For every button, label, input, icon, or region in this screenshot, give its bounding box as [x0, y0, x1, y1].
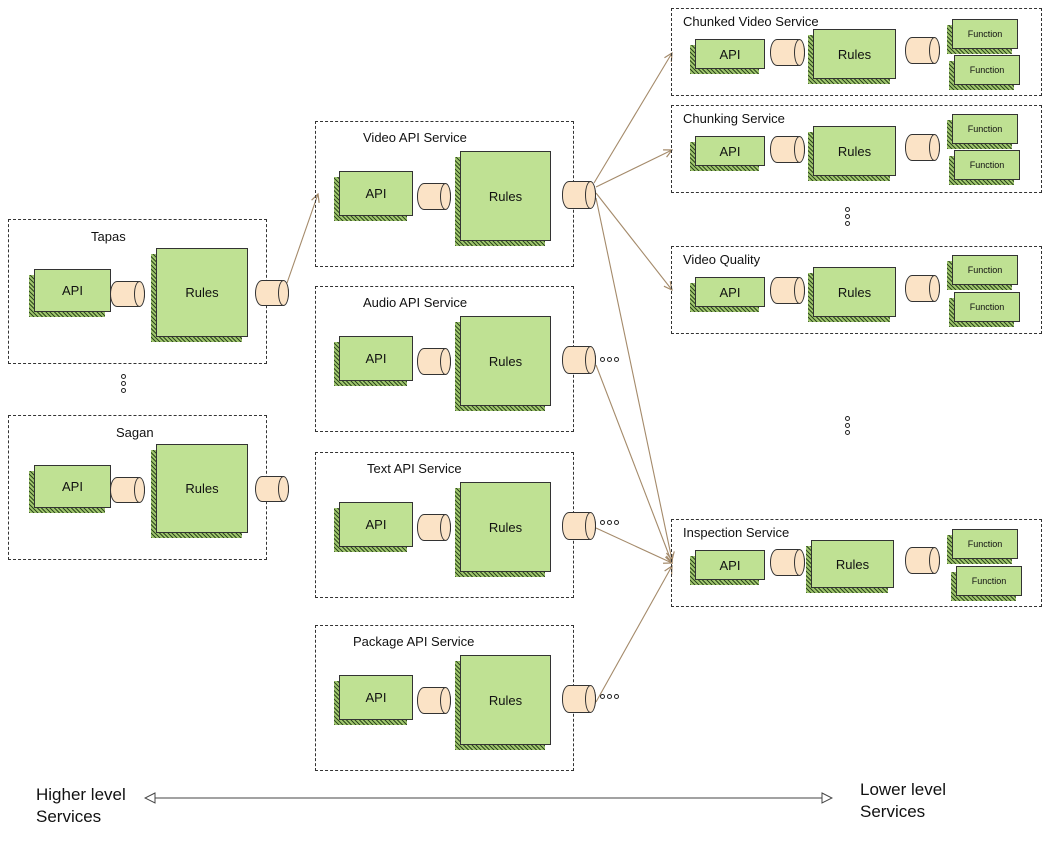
connector-cylinder-icon — [110, 477, 145, 503]
rules-box: Rules — [151, 248, 248, 342]
connector-cylinder-icon — [770, 277, 805, 304]
connector-cylinder-icon — [905, 275, 940, 302]
api-box: API — [690, 550, 765, 585]
rules-box: Rules — [808, 267, 896, 322]
connector-cylinder-icon — [905, 134, 940, 161]
ellipsis-dots-icon — [600, 357, 619, 362]
rules-box: Rules — [455, 151, 551, 246]
connector-cylinder-icon — [562, 685, 596, 713]
service-title: Audio API Service — [363, 295, 468, 310]
arrow-audio-to-inspection — [595, 364, 672, 563]
function-box: Function — [947, 529, 1018, 564]
api-box: API — [690, 39, 765, 74]
text-api-service: Text API Service API Rules — [315, 452, 596, 598]
audio-api-service: Audio API Service API Rules — [315, 286, 596, 432]
lower-level-label: Lower level Services — [860, 780, 946, 821]
service-title: Chunking Service — [683, 111, 785, 126]
arrow-tapas-to-video — [286, 194, 318, 284]
service-title: Text API Service — [367, 461, 462, 476]
arrow-video-to-inspection — [595, 197, 672, 560]
video-quality-service: Video Quality API Rules Function Functio… — [671, 246, 1042, 334]
api-box: API — [334, 336, 413, 386]
function-box: Function — [949, 55, 1020, 90]
rules-box: Rules — [808, 29, 896, 84]
connector-cylinder-icon — [417, 514, 451, 541]
sagan-service: Sagan API Rules — [8, 415, 289, 560]
connector-cylinder-icon — [417, 687, 451, 714]
tapas-service: Tapas API Rules — [8, 219, 289, 364]
service-title: Tapas — [91, 229, 126, 244]
function-box: Function — [947, 114, 1018, 149]
connector-cylinder-icon — [255, 280, 289, 306]
api-box: API — [334, 675, 413, 725]
function-box: Function — [947, 255, 1018, 290]
connector-cylinder-icon — [110, 281, 145, 307]
ellipsis-dots-icon — [600, 520, 619, 525]
connector-cylinder-icon — [562, 512, 596, 540]
rules-box: Rules — [808, 126, 896, 181]
ellipsis-dots-icon — [600, 694, 619, 699]
rules-box: Rules — [151, 444, 248, 538]
api-box: API — [29, 269, 111, 317]
rules-box: Rules — [455, 316, 551, 411]
inspection-service: Inspection Service API Rules Function Fu… — [671, 519, 1042, 607]
arrow-video-to-quality — [595, 192, 672, 290]
connector-cylinder-icon — [905, 37, 940, 64]
video-api-service: Video API Service API Rules — [315, 121, 596, 267]
service-title: Package API Service — [353, 634, 475, 649]
rules-box: Rules — [455, 655, 551, 750]
arrow-video-to-chunking — [595, 150, 672, 188]
connector-cylinder-icon — [770, 39, 805, 66]
arrow-text-to-inspection — [595, 527, 672, 563]
chunked-video-service: Chunked Video Service API Rules Function… — [671, 8, 1042, 96]
function-box: Function — [949, 292, 1020, 327]
service-title: Inspection Service — [683, 525, 790, 540]
service-title: Video Quality — [683, 252, 761, 267]
ellipsis-dots-icon — [845, 416, 853, 437]
connector-cylinder-icon — [905, 547, 940, 574]
connector-cylinder-icon — [255, 476, 289, 502]
arrow-video-to-chunked — [593, 53, 672, 184]
ellipsis-dots-icon — [845, 207, 853, 228]
api-box: API — [690, 136, 765, 171]
connector-cylinder-icon — [562, 346, 596, 374]
api-box: API — [29, 465, 111, 513]
rules-box: Rules — [806, 540, 894, 593]
function-box: Function — [951, 566, 1022, 601]
service-title: Sagan — [116, 425, 154, 440]
higher-level-label: Higher level Services — [36, 785, 126, 826]
api-box: API — [334, 502, 413, 552]
rules-box: Rules — [455, 482, 551, 577]
connector-cylinder-icon — [770, 549, 805, 576]
connector-cylinder-icon — [770, 136, 805, 163]
connector-cylinder-icon — [417, 348, 451, 375]
connector-cylinder-icon — [417, 183, 451, 210]
connector-cylinder-icon — [562, 181, 596, 209]
service-title: Chunked Video Service — [683, 14, 819, 29]
arrow-package-to-inspection — [595, 566, 672, 703]
service-title: Video API Service — [363, 130, 467, 145]
ellipsis-dots-icon — [121, 374, 129, 395]
chunking-service: Chunking Service API Rules Function Func… — [671, 105, 1042, 193]
api-box: API — [690, 277, 765, 312]
api-box: API — [334, 171, 413, 221]
function-box: Function — [947, 19, 1018, 54]
package-api-service: Package API Service API Rules — [315, 625, 596, 771]
function-box: Function — [949, 150, 1020, 185]
